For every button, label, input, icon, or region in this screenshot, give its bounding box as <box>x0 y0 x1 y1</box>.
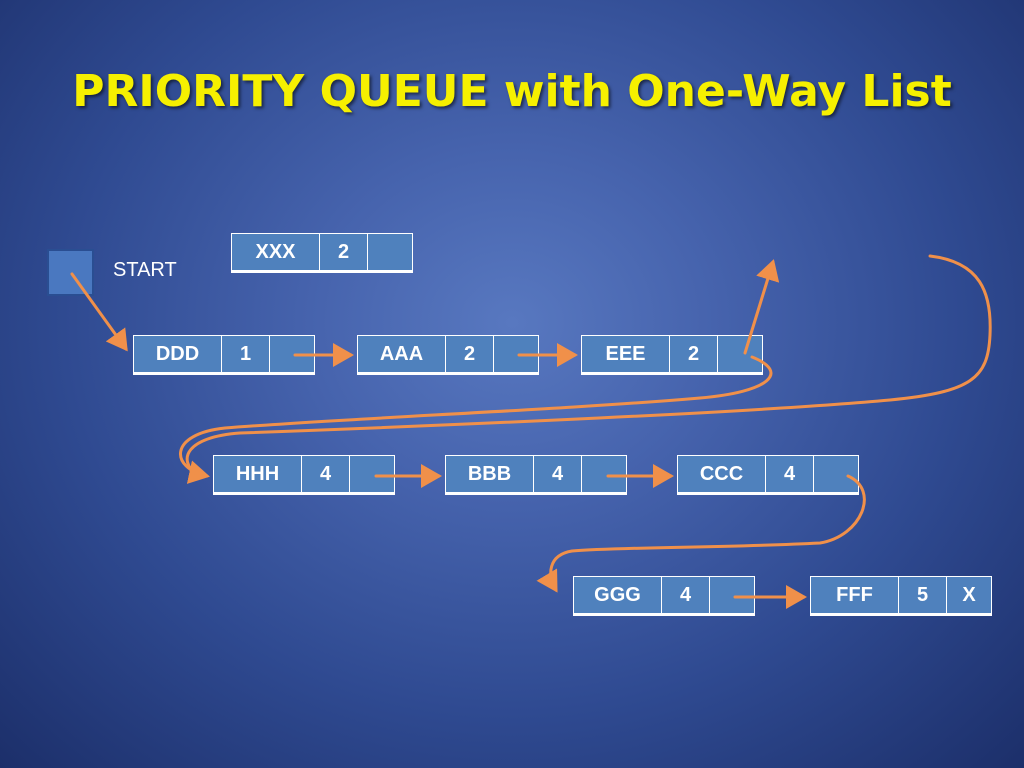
node-info-cell: FFF <box>811 577 899 613</box>
node-priority-cell: 4 <box>662 577 710 613</box>
list-node-ccc: CCC 4 <box>677 455 859 495</box>
list-node-hhh: HHH 4 <box>213 455 395 495</box>
node-link-cell <box>494 336 538 372</box>
node-info-cell: BBB <box>446 456 534 492</box>
new-node-xxx: XXX 2 <box>231 233 413 273</box>
node-info-cell: DDD <box>134 336 222 372</box>
node-link-cell <box>718 336 762 372</box>
node-link-cell <box>270 336 314 372</box>
node-priority-cell: 4 <box>302 456 350 492</box>
list-node-fff: FFF 5 X <box>810 576 992 616</box>
list-node-eee: EEE 2 <box>581 335 763 375</box>
node-info-cell: AAA <box>358 336 446 372</box>
start-pointer-box <box>47 249 94 296</box>
node-link-cell <box>582 456 626 492</box>
list-node-bbb: BBB 4 <box>445 455 627 495</box>
node-info-cell: CCC <box>678 456 766 492</box>
node-info-cell: HHH <box>214 456 302 492</box>
node-link-cell <box>350 456 394 492</box>
node-priority-cell: 4 <box>766 456 814 492</box>
node-priority-cell: 1 <box>222 336 270 372</box>
node-info-cell: GGG <box>574 577 662 613</box>
node-info-cell: XXX <box>232 234 320 270</box>
list-node-ddd: DDD 1 <box>133 335 315 375</box>
node-priority-cell: 2 <box>320 234 368 270</box>
node-priority-cell: 2 <box>670 336 718 372</box>
node-link-cell <box>710 577 754 613</box>
start-label: START <box>113 259 177 281</box>
node-priority-cell: 4 <box>534 456 582 492</box>
node-link-cell <box>814 456 858 492</box>
node-link-cell <box>368 234 412 270</box>
list-node-aaa: AAA 2 <box>357 335 539 375</box>
node-link-cell: X <box>962 583 976 606</box>
node-priority-cell: 5 <box>899 577 947 613</box>
node-info-cell: EEE <box>582 336 670 372</box>
list-node-ggg: GGG 4 <box>573 576 755 616</box>
node-priority-cell: 2 <box>446 336 494 372</box>
slide-title: PRIORITY QUEUE with One-Way List <box>72 66 952 117</box>
